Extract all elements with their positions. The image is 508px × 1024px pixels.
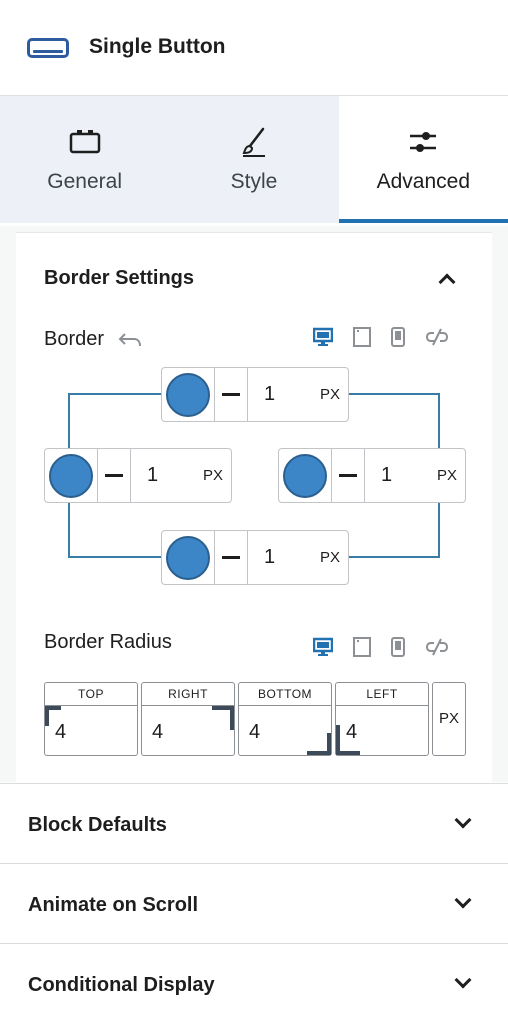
radius-bottom-value: 4 <box>249 721 261 743</box>
tab-style-label: Style <box>230 170 278 193</box>
accordion-title: Animate on Scroll <box>28 894 199 916</box>
radius-right-value: 4 <box>152 721 164 743</box>
accordion-block-defaults[interactable]: Block Defaults <box>0 783 508 863</box>
corner-top-left-icon <box>45 706 61 726</box>
reset-icon[interactable] <box>117 330 143 350</box>
radius-left-label: LEFT <box>336 683 428 706</box>
radius-device-switcher <box>313 637 449 657</box>
divider <box>97 448 98 503</box>
border-right-color-swatch[interactable] <box>283 453 327 498</box>
tab-advanced-label: Advanced <box>376 170 471 193</box>
panel-header: Single Button <box>0 0 508 96</box>
mobile-icon[interactable] <box>391 637 405 657</box>
tab-style[interactable]: Style <box>169 96 339 223</box>
desktop-icon[interactable] <box>313 327 333 347</box>
radius-right-label: RIGHT <box>142 683 234 706</box>
sliders-icon <box>410 132 437 152</box>
radius-right-input[interactable]: RIGHT 4 <box>141 682 235 756</box>
tablet-icon[interactable] <box>353 327 371 347</box>
border-label: Border <box>44 328 105 350</box>
radius-bottom-input[interactable]: BOTTOM 4 <box>238 682 332 756</box>
border-top-color-swatch[interactable] <box>166 372 210 417</box>
border-settings-panel: Border Settings <box>0 226 508 782</box>
divider <box>214 367 215 422</box>
border-style-solid-icon[interactable] <box>339 474 357 477</box>
chevron-down-icon <box>454 811 472 829</box>
radius-left-input[interactable]: LEFT 4 <box>335 682 429 756</box>
desktop-icon[interactable] <box>313 637 333 657</box>
radius-bottom-label: BOTTOM <box>239 683 331 706</box>
divider <box>214 530 215 585</box>
border-style-solid-icon[interactable] <box>105 474 123 477</box>
accordion-conditional-display[interactable]: Conditional Display <box>0 943 508 1023</box>
tablet-icon[interactable] <box>353 637 371 657</box>
border-bottom-color-swatch[interactable] <box>166 535 210 580</box>
border-top-unit[interactable]: PX <box>319 386 340 403</box>
border-style-solid-icon[interactable] <box>222 556 240 559</box>
chevron-down-icon <box>454 891 472 909</box>
divider <box>331 448 332 503</box>
border-settings-title: Border Settings <box>44 267 195 289</box>
corner-top-right-icon <box>212 706 234 730</box>
tab-general-label: General <box>47 170 123 193</box>
block-title: Single Button <box>89 35 226 58</box>
general-icon <box>69 130 100 154</box>
accordion-title: Block Defaults <box>28 814 167 836</box>
radius-top-label: TOP <box>45 683 137 706</box>
brush-icon <box>242 127 265 157</box>
tab-bar: General Style Advanced <box>0 96 508 223</box>
chevron-up-icon[interactable] <box>438 273 456 291</box>
radius-top-input[interactable]: TOP 4 <box>44 682 138 756</box>
corner-bottom-right-icon <box>307 733 331 755</box>
border-left-color-swatch[interactable] <box>49 453 93 498</box>
button-block-icon <box>27 38 69 58</box>
border-device-switcher <box>313 327 449 347</box>
border-left-unit[interactable]: PX <box>202 467 223 484</box>
border-bottom-unit[interactable]: PX <box>319 549 340 566</box>
radius-left-value: 4 <box>346 721 358 743</box>
mobile-icon[interactable] <box>391 327 405 347</box>
border-style-solid-icon[interactable] <box>222 393 240 396</box>
accordion-animate-on-scroll[interactable]: Animate on Scroll <box>0 863 508 943</box>
chevron-down-icon <box>454 971 472 989</box>
unlink-icon[interactable] <box>425 637 449 657</box>
tab-general[interactable]: General <box>0 96 170 223</box>
accordion-title: Conditional Display <box>28 974 215 996</box>
border-right-unit[interactable]: PX <box>436 467 457 484</box>
unlink-icon[interactable] <box>425 327 449 347</box>
border-radius-label: Border Radius <box>44 631 172 653</box>
tab-advanced[interactable]: Advanced <box>338 96 508 223</box>
radius-unit-button[interactable]: PX <box>432 682 466 756</box>
radius-top-value: 4 <box>55 721 67 743</box>
corner-bottom-left-icon <box>336 725 360 755</box>
